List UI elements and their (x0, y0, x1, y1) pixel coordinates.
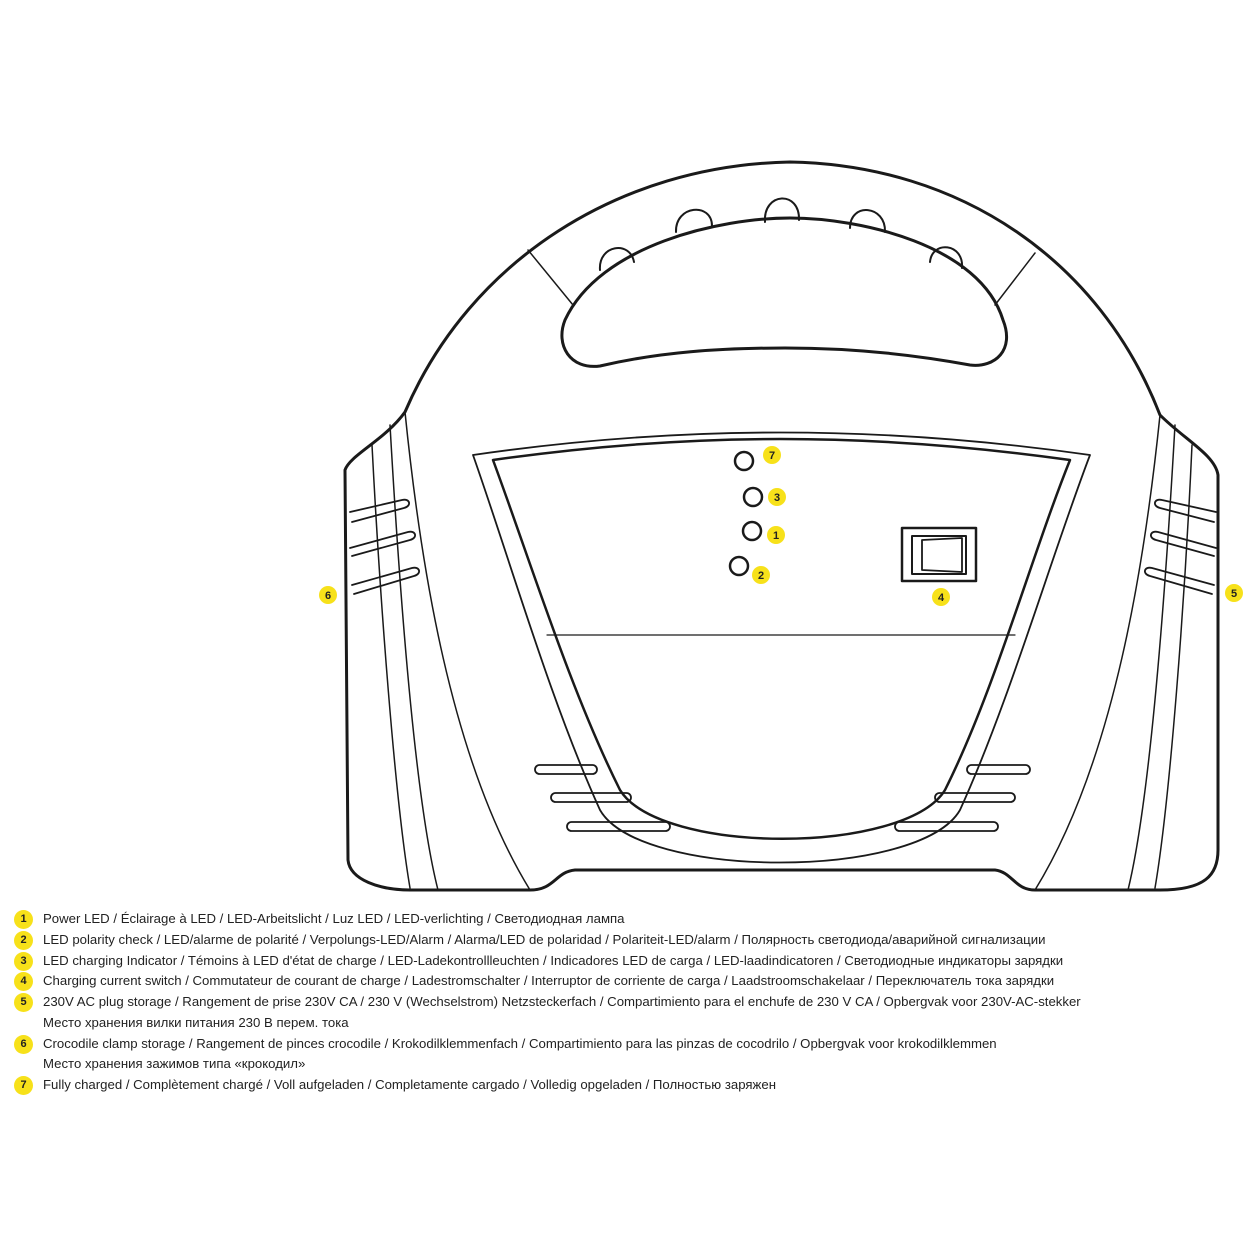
legend-text: LED polarity check / LED/alarme de polar… (43, 931, 1046, 947)
legend-text: Место хранения зажимов типа «крокодил» (43, 1056, 306, 1072)
fully-charged-led (733, 450, 755, 472)
battery-charger-diagram: 7 3 1 2 4 6 5 (319, 160, 1243, 892)
polarity-led (728, 555, 750, 577)
legend-text: Место хранения вилки питания 230 В перем… (43, 1014, 349, 1030)
legend-text: Crocodile clamp storage / Rangement de p… (43, 1035, 997, 1051)
svg-text:1: 1 (773, 530, 779, 542)
svg-text:3: 3 (774, 492, 780, 504)
svg-text:2: 2 (758, 570, 764, 582)
legend-badge: 7 (14, 1076, 33, 1095)
top-bumps (598, 197, 964, 271)
callout-2: 2 (752, 566, 770, 584)
clamp-storage-slots (349, 498, 420, 595)
svg-text:5: 5 (1231, 588, 1237, 600)
plug-storage-slots (1144, 498, 1217, 595)
legend-text: Power LED / Éclairage à LED / LED-Arbeit… (43, 911, 625, 926)
legend-badge: 5 (14, 993, 33, 1012)
legend-text: LED charging Indicator / Témoins à LED d… (43, 952, 1064, 968)
legend-badge: 3 (14, 951, 33, 971)
callout-6: 6 (319, 586, 337, 604)
front-panel-inner (491, 437, 1072, 840)
legend-badge: 2 (14, 930, 33, 950)
legend-badge: 1 (14, 910, 33, 929)
legend-badge: 4 (14, 972, 33, 992)
svg-text:7: 7 (769, 450, 775, 462)
charger-body-outline (343, 160, 1220, 892)
charging-indicator-led (742, 486, 764, 508)
legend-text: Charging current switch / Commutateur de… (43, 973, 1055, 989)
callout-3: 3 (768, 488, 786, 506)
carry-handle (560, 216, 1009, 368)
callout-4: 4 (932, 588, 950, 606)
legend-text: Fully charged / Complètement chargé / Vo… (43, 1077, 776, 1092)
vent-slots (534, 764, 1031, 832)
charging-current-switch[interactable] (900, 526, 978, 583)
callout-7: 7 (763, 446, 781, 464)
legend-text: 230V AC plug storage / Rangement de pris… (43, 994, 1081, 1009)
power-led (741, 520, 763, 542)
callout-1: 1 (767, 526, 785, 544)
legend-badge: 6 (14, 1034, 33, 1054)
svg-text:6: 6 (325, 590, 331, 602)
callout-5: 5 (1225, 584, 1243, 602)
svg-text:4: 4 (938, 592, 945, 604)
